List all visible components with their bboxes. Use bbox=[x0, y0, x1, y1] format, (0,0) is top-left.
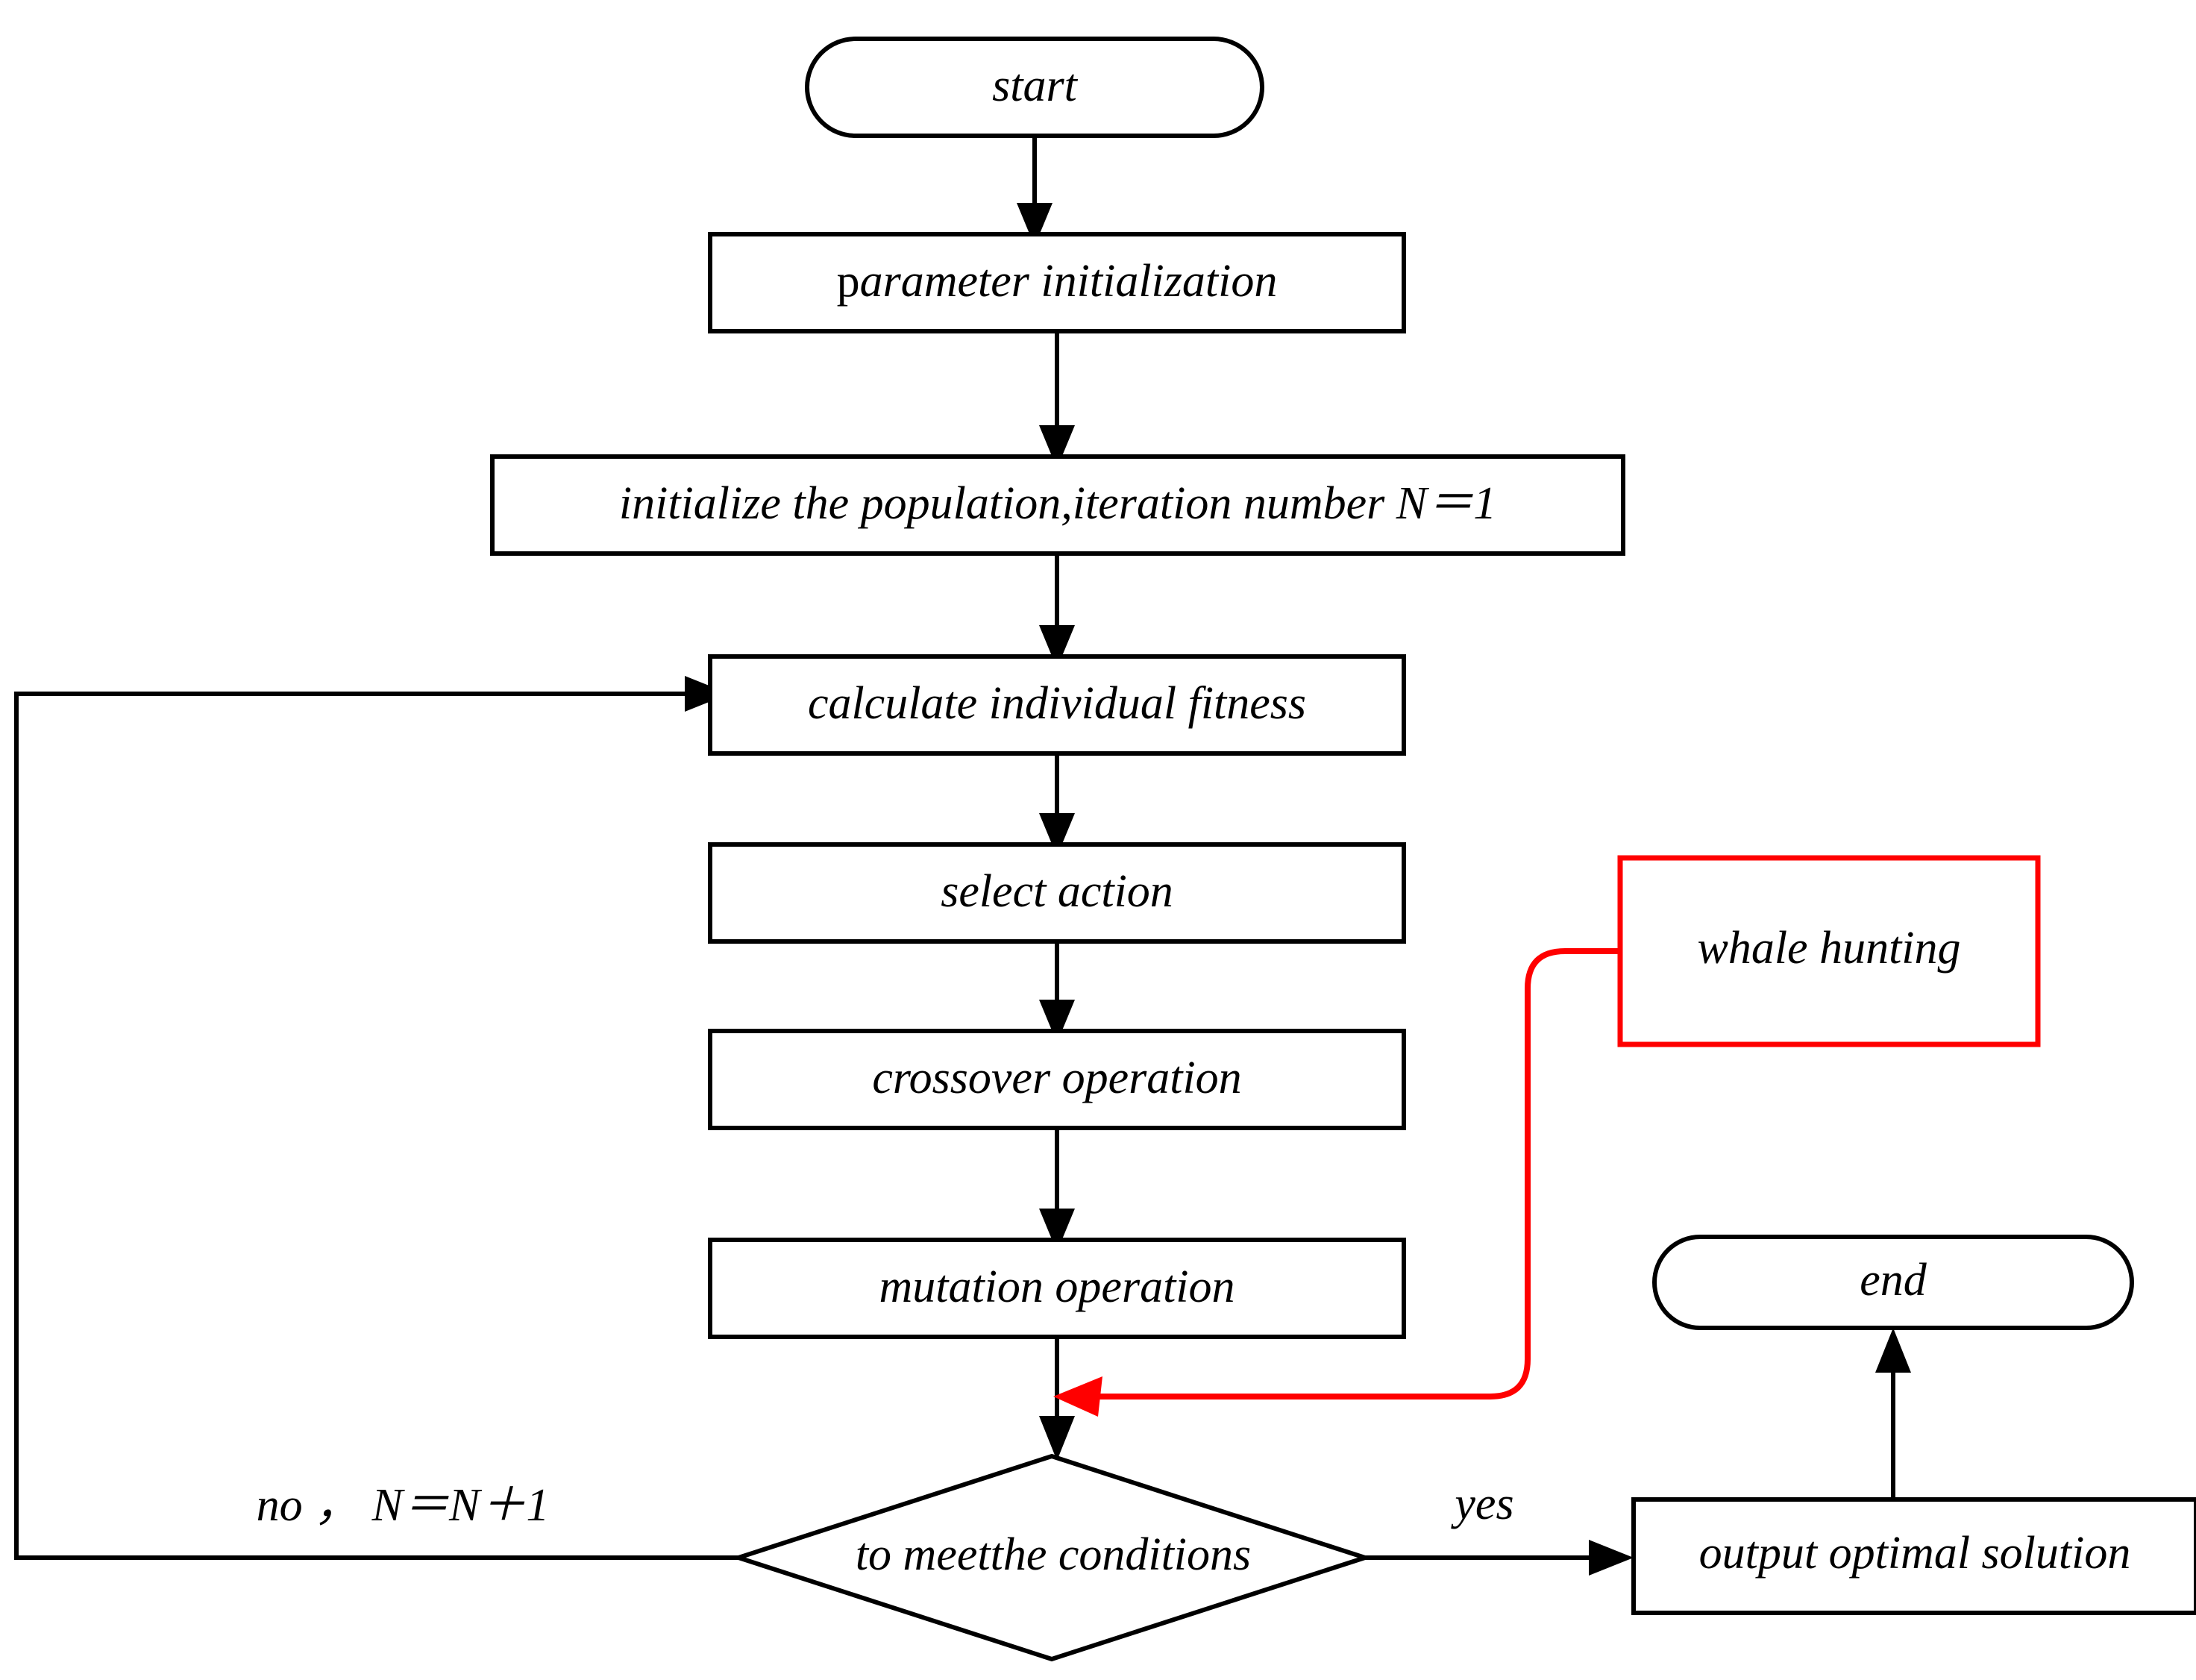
edge-parameter-init-to-init-population bbox=[1039, 331, 1075, 468]
edge-decision-no-loop bbox=[14, 676, 738, 1560]
node-output-solution[interactable]: output optimal solution bbox=[1631, 1497, 2196, 1615]
node-decision-shape bbox=[731, 1453, 1372, 1662]
node-select-action[interactable]: select action bbox=[708, 842, 1406, 944]
node-init-population-shape bbox=[490, 454, 1625, 556]
arrowhead-icon bbox=[1039, 1416, 1075, 1461]
node-whale-hunting-label: whale hunting bbox=[1697, 923, 1960, 974]
edge-label-no-branch: no ， N＝N＋1 bbox=[257, 1480, 550, 1531]
node-end-shape bbox=[1652, 1235, 2134, 1330]
node-crossover-shape bbox=[708, 1029, 1406, 1130]
node-parameter-init-label-rest: arameter initialization bbox=[860, 256, 1278, 307]
node-parameter-init-label: parameter initialization bbox=[837, 256, 1278, 307]
arrowhead-icon bbox=[1039, 1209, 1075, 1252]
arrowhead-icon bbox=[685, 676, 730, 712]
node-select-action-label: select action bbox=[941, 866, 1173, 917]
node-parameter-init[interactable]: parameter initialization bbox=[708, 232, 1406, 333]
edge-whale-hunting-to-junction bbox=[1053, 948, 1620, 1417]
arrowhead-icon bbox=[1875, 1328, 1911, 1373]
node-decision-label: to meetthe conditions bbox=[856, 1529, 1251, 1580]
node-output-solution-shape bbox=[1631, 1497, 2196, 1615]
edge-line-red bbox=[1089, 948, 1620, 1400]
node-init-population-label: initialize the population,iteration numb… bbox=[619, 478, 1496, 529]
node-crossover-label: crossover operation bbox=[872, 1053, 1241, 1103]
arrowhead-icon bbox=[1017, 203, 1052, 246]
node-crossover[interactable]: crossover operation bbox=[708, 1029, 1406, 1130]
node-whale-hunting[interactable]: whale hunting bbox=[1617, 855, 2041, 1047]
node-output-solution-label: output optimal solution bbox=[1699, 1528, 2131, 1579]
node-calc-fitness-label: calculate individual fitness bbox=[808, 678, 1306, 729]
edge-select-action-to-crossover bbox=[1039, 941, 1075, 1043]
node-mutation[interactable]: mutation operation bbox=[708, 1238, 1406, 1339]
edge-init-population-to-calc-fitness bbox=[1039, 554, 1075, 668]
edge-mutation-to-decision bbox=[1039, 1337, 1075, 1461]
node-parameter-init-shape bbox=[708, 232, 1406, 333]
arrowhead-icon bbox=[1589, 1540, 1634, 1576]
node-whale-hunting-shape bbox=[1617, 855, 2041, 1047]
edge-calc-fitness-to-select-action bbox=[1039, 753, 1075, 856]
node-start-label: start bbox=[992, 60, 1078, 111]
arrowhead-icon bbox=[1039, 625, 1075, 668]
node-start[interactable]: start bbox=[805, 37, 1264, 138]
node-select-action-shape bbox=[708, 842, 1406, 944]
edge-line bbox=[14, 692, 738, 1560]
edge-start-to-parameter-init bbox=[1017, 136, 1052, 246]
node-decision[interactable]: to meetthe conditions bbox=[731, 1453, 1372, 1662]
edge-label-yes-branch: yes bbox=[1450, 1479, 1513, 1529]
arrowhead-icon bbox=[1039, 813, 1075, 856]
arrowhead-icon bbox=[1053, 1376, 1102, 1417]
node-start-shape bbox=[805, 37, 1264, 138]
node-parameter-init-label-lead: p bbox=[837, 256, 860, 307]
node-init-population[interactable]: initialize the population,iteration numb… bbox=[490, 454, 1625, 556]
arrowhead-icon bbox=[1039, 425, 1075, 468]
node-end-label: end bbox=[1860, 1255, 1927, 1306]
node-calc-fitness-shape bbox=[708, 654, 1406, 756]
node-end[interactable]: end bbox=[1652, 1235, 2134, 1330]
edge-crossover-to-mutation bbox=[1039, 1128, 1075, 1252]
node-mutation-label: mutation operation bbox=[879, 1261, 1235, 1312]
edge-decision-yes bbox=[1365, 1540, 1634, 1576]
edge-output-to-end bbox=[1875, 1328, 1911, 1499]
node-mutation-shape bbox=[708, 1238, 1406, 1339]
arrowhead-icon bbox=[1039, 1000, 1075, 1043]
node-calc-fitness[interactable]: calculate individual fitness bbox=[708, 654, 1406, 756]
